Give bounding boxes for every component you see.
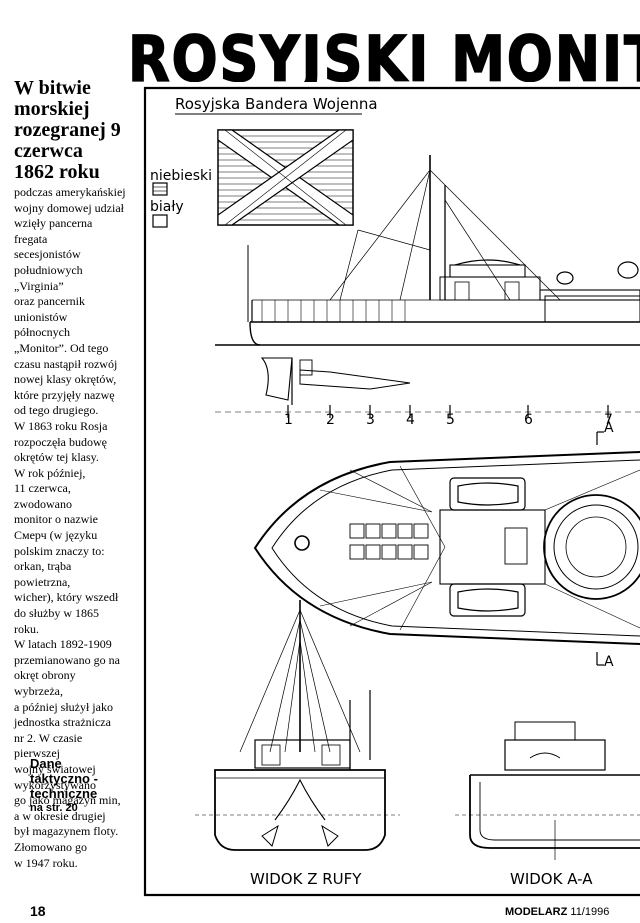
page-number: 18: [30, 903, 46, 919]
article-body-line: rozpoczęła budowę: [14, 434, 107, 449]
article-body-line: do służby w 1865 roku.: [14, 606, 99, 636]
article-body-line: unionistów północnych: [14, 309, 70, 340]
article-headline: W bitwie morskiej rozegranej 9 czerwca 1…: [14, 77, 121, 183]
article-body-line: a później służył jako: [14, 699, 113, 714]
article-body-line: jednostka strażnicza: [14, 715, 111, 730]
frame-number: 2: [326, 412, 335, 428]
article-body-line: okręt obrony wybrzeża,: [14, 668, 76, 698]
article-body-line: polskim znaczy to:: [14, 543, 105, 558]
article-body-line: wojny domowej udział: [14, 200, 124, 215]
article-body-line: od tego drugiego.: [14, 403, 99, 418]
article-body-line: nr 2. W czasie pierwszej: [14, 730, 83, 761]
ship-side-elevation: [215, 155, 640, 418]
legend-white-swatch: [152, 214, 168, 228]
magazine-name: MODELARZ: [505, 906, 568, 918]
article-body-line: w 1947 roku.: [14, 855, 78, 870]
frame-number: 5: [446, 412, 455, 428]
frame-number: 7: [604, 412, 613, 428]
tech-data-line: taktyczno -: [30, 771, 98, 786]
article-body-line: go jako magazyn min,: [14, 793, 121, 808]
article-body-line: był magazynem floty.: [14, 824, 119, 839]
page-title: ROSYJSKI MONITOR: [128, 30, 640, 82]
ship-deck-plan: [253, 451, 640, 645]
article-body-line: monitor o nazwie: [14, 512, 98, 527]
flag-title: Rosyjska Bandera Wojenna: [175, 95, 378, 113]
article-body-line: orkan, trąba powietrzna,: [14, 559, 72, 589]
article-body-line: wzięły pancerna fregata: [14, 216, 93, 246]
article-body-line: „Monitor”. Od tego: [14, 340, 109, 355]
article-body-line: przemianowano go na: [14, 652, 120, 667]
article-body-line: okrętów tej klasy.: [14, 450, 99, 465]
article-body-line: wojny światowej: [14, 761, 96, 776]
tech-data-note: Dane taktyczno - techniczne na str. 20: [30, 756, 98, 816]
article-body-line: podczas amerykańskiej: [14, 185, 126, 199]
magazine-footer: MODELARZ 11/1996: [505, 906, 609, 918]
frame-numbers: 1 2 3 4 5 6 7: [284, 412, 613, 428]
tech-data-line: na str. 20: [30, 802, 78, 814]
tech-data-line: techniczne: [30, 786, 98, 801]
article-body-line: południowych „Virginia”: [14, 262, 83, 293]
article-body-line: Смерч (w języku: [14, 528, 98, 543]
stern-view: [195, 600, 400, 851]
article-body-line: czasu nastąpił rozwój: [14, 356, 118, 371]
tech-data-line: Dane: [30, 756, 62, 771]
russian-naval-ensign: [217, 129, 354, 226]
article-body-line: 11 czerwca, zwodowano: [14, 481, 72, 511]
article-body-line: wicher), który wszedł: [14, 590, 119, 605]
article-body-line: Złomowano go: [14, 839, 87, 854]
legend-blue-label: niebieski: [150, 168, 212, 184]
frame-number: 1: [284, 412, 293, 428]
section-aa-view: [455, 721, 640, 860]
frame-number: 3: [366, 412, 375, 428]
legend-blue-swatch: [152, 182, 168, 196]
drawing-frame: [143, 86, 640, 897]
article-body-line: nowej klasy okrętów,: [14, 372, 117, 387]
stern-view-label: WIDOK Z RUFY: [250, 870, 362, 888]
frame-number: 6: [524, 412, 533, 428]
article-body-line: secesjonistów: [14, 247, 81, 262]
legend-white-label: biały: [150, 199, 184, 215]
magazine-issue: 11/1996: [570, 906, 610, 918]
article-body-line: oraz pancernik: [14, 294, 85, 309]
article-body-line: a w okresie drugiej: [14, 808, 106, 823]
frame-number: 4: [406, 412, 415, 428]
article-body-line: wykorzystywano: [14, 777, 96, 792]
article-body-line: W rok później,: [14, 465, 86, 480]
article-body-line: W latach 1892-1909: [14, 637, 112, 652]
article-body-line: W 1863 roku Rosja: [14, 418, 108, 433]
section-view-label: WIDOK A-A: [510, 870, 593, 888]
section-marker-bottom: A: [604, 654, 614, 670]
article-body-line: które przyjęły nazwę: [14, 387, 115, 402]
section-marker-top: A: [604, 420, 614, 436]
